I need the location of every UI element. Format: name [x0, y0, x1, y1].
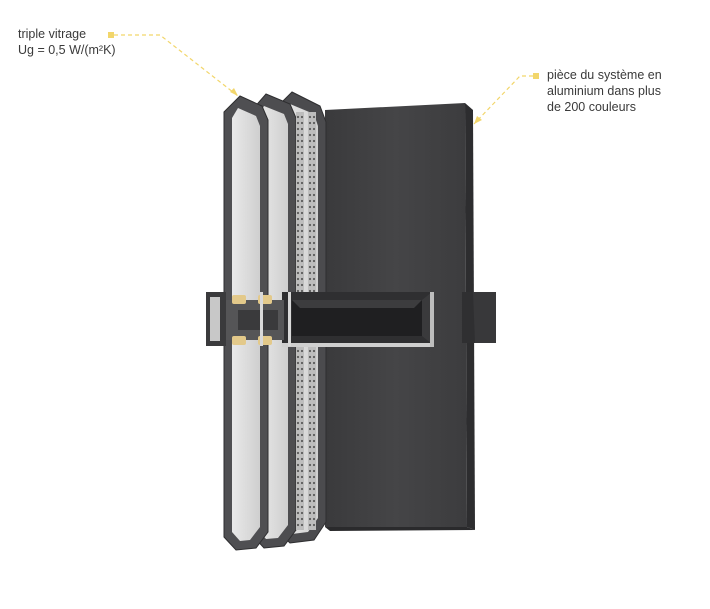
transom-section — [206, 292, 434, 347]
callout-glazing — [108, 32, 239, 97]
profile-line-2: aluminium dans plus — [547, 84, 661, 98]
glazing-title: triple vitrage — [18, 27, 87, 41]
glazing-annotation: triple vitrage Ug = 0,5 W/(m²K) — [18, 26, 116, 58]
profile-annotation: pièce du système en aluminium dans plus … — [547, 67, 662, 115]
glazing-u-value: Ug = 0,5 W/(m²K) — [18, 43, 116, 57]
callout-profile — [473, 73, 539, 125]
profile-line-1: pièce du système en — [547, 68, 662, 82]
profile-line-3: de 200 couleurs — [547, 100, 636, 114]
